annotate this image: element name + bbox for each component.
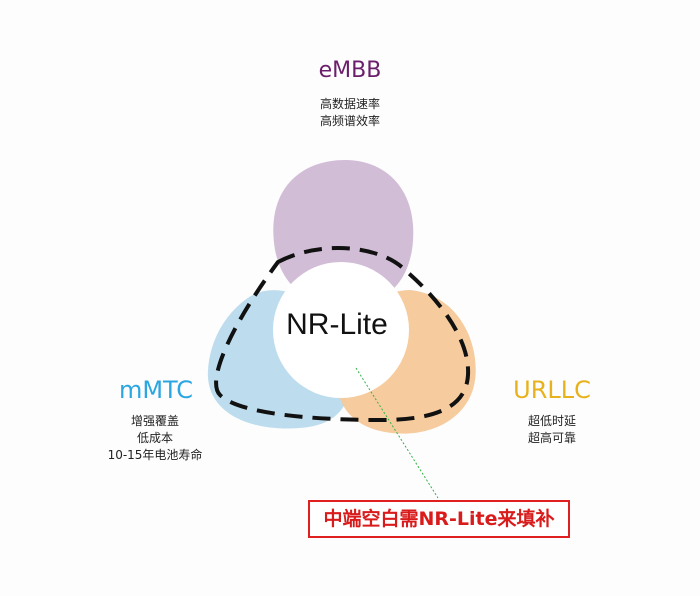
urllc-description: 超低时延 超高可靠: [502, 413, 602, 447]
urllc-title: URLLC: [513, 376, 591, 404]
mmtc-line-3: 10-15年电池寿命: [107, 448, 203, 462]
embb-title: eMBB: [318, 58, 382, 83]
center-circle: [273, 262, 409, 398]
mmtc-description: 增强覆盖 低成本 10-15年电池寿命: [80, 413, 230, 464]
embb-petal: [273, 160, 414, 305]
mmtc-line-1: 增强覆盖: [130, 414, 179, 428]
urllc-line-2: 超高可靠: [527, 431, 576, 445]
urllc-line-1: 超低时延: [527, 414, 576, 428]
callout-pointer: [355, 367, 439, 499]
dashed-outline: [214, 246, 471, 423]
mmtc-line-2: 低成本: [136, 431, 173, 445]
mmtc-title: mMTC: [118, 376, 194, 404]
embb-line-2: 高频谱效率: [319, 114, 380, 128]
embb-description: 高数据速率 高频谱效率: [290, 96, 410, 130]
embb-line-1: 高数据速率: [319, 97, 380, 111]
callout-box: 中端空白需NR-Lite来填补: [308, 500, 570, 538]
center-label: NR-Lite: [286, 308, 388, 341]
